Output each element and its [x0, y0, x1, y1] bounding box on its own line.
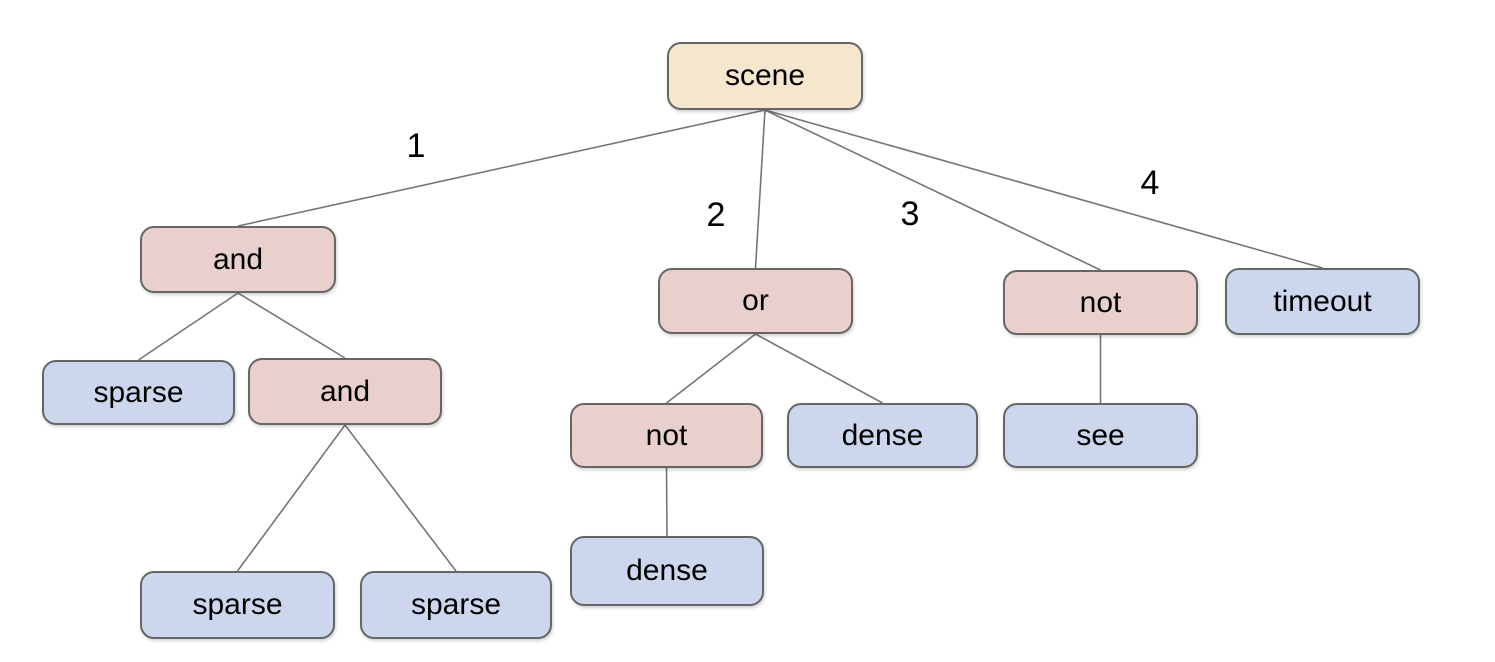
edge-scene-or1	[754, 109, 766, 269]
tree-node-dense1: dense	[787, 403, 978, 468]
tree-node-sparse1: sparse	[42, 360, 235, 425]
tree-node-see1: see	[1003, 403, 1198, 468]
edge-or1-dense1	[755, 333, 883, 404]
edge-scene-and1	[237, 109, 766, 227]
tree-node-dense2: dense	[570, 536, 764, 606]
edge-and1-and2	[237, 292, 346, 359]
edge-scene-not1	[764, 109, 1101, 271]
edge-or1-not2	[666, 333, 756, 404]
edge-not2-dense2	[665, 467, 668, 537]
tree-node-and1: and	[140, 226, 336, 293]
tree-node-scene: scene	[667, 42, 863, 110]
edge-label-3: 3	[900, 195, 920, 233]
edge-label-2: 2	[706, 196, 726, 234]
edge-and2-sparse3	[344, 424, 457, 572]
tree-node-and2: and	[248, 358, 442, 425]
edge-and2-sparse2	[236, 424, 346, 572]
edge-scene-timeout1	[764, 109, 1323, 269]
tree-node-not1: not	[1003, 270, 1198, 335]
tree-node-sparse2: sparse	[140, 571, 335, 639]
tree-node-not2: not	[570, 403, 763, 468]
edge-label-1: 1	[406, 127, 426, 165]
tree-node-sparse3: sparse	[360, 571, 552, 639]
tree-node-timeout1: timeout	[1225, 268, 1420, 335]
edge-and1-sparse1	[138, 292, 239, 361]
edge-label-4: 4	[1140, 164, 1160, 202]
tree-node-or1: or	[658, 268, 853, 334]
